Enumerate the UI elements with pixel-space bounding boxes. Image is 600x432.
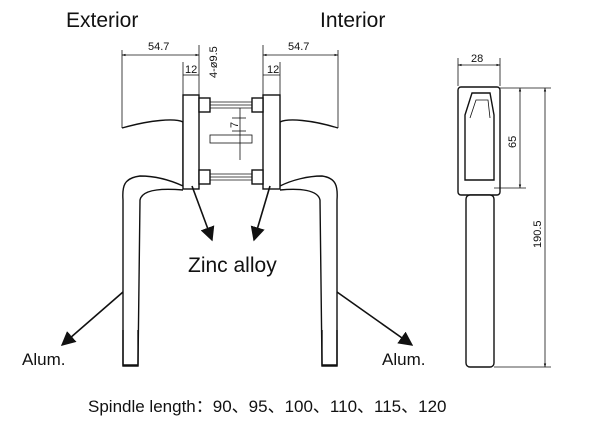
gap-dimension: 7 (229, 108, 246, 160)
connecting-screws (209, 101, 253, 181)
side-upper-dimension: 65 (494, 87, 526, 189)
right-rose-dimension: 12 (263, 62, 281, 95)
interior-label: Interior (320, 9, 385, 32)
zinc-arrow-right (250, 185, 271, 242)
holes-value: 4-ø9.5 (208, 46, 220, 78)
side-upper-value: 65 (507, 136, 519, 148)
alum-left-label: Alum. (22, 350, 65, 369)
gap-value: 7 (229, 122, 241, 128)
side-width-dimension: 28 (457, 53, 501, 86)
interior-handle (279, 119, 339, 367)
exterior-rose (182, 94, 211, 190)
alum-arrow-right (336, 291, 414, 346)
right-width-dimension: 54.7 (262, 41, 339, 128)
alum-arrow-left (60, 291, 124, 346)
side-width-value: 28 (471, 53, 483, 65)
right-rose-value: 12 (267, 64, 279, 76)
alum-right-label: Alum. (382, 350, 425, 369)
left-rose-value: 12 (185, 64, 197, 76)
zinc-alloy-label: Zinc alloy (188, 254, 277, 277)
side-view-handle (457, 86, 501, 368)
exterior-label: Exterior (66, 9, 138, 32)
right-width-value: 54.7 (288, 41, 309, 53)
interior-rose (251, 94, 281, 190)
left-rose-dimension: 12 (182, 62, 199, 95)
zinc-arrow-left (191, 185, 215, 242)
left-width-dimension: 54.7 (121, 41, 200, 128)
left-width-value: 54.7 (148, 41, 169, 53)
exterior-handle (121, 119, 184, 367)
side-total-value: 190.5 (532, 220, 544, 248)
side-total-dimension: 190.5 (494, 87, 551, 368)
spindle-length-note: Spindle length：90、95、100、110、115、120 (88, 397, 447, 416)
